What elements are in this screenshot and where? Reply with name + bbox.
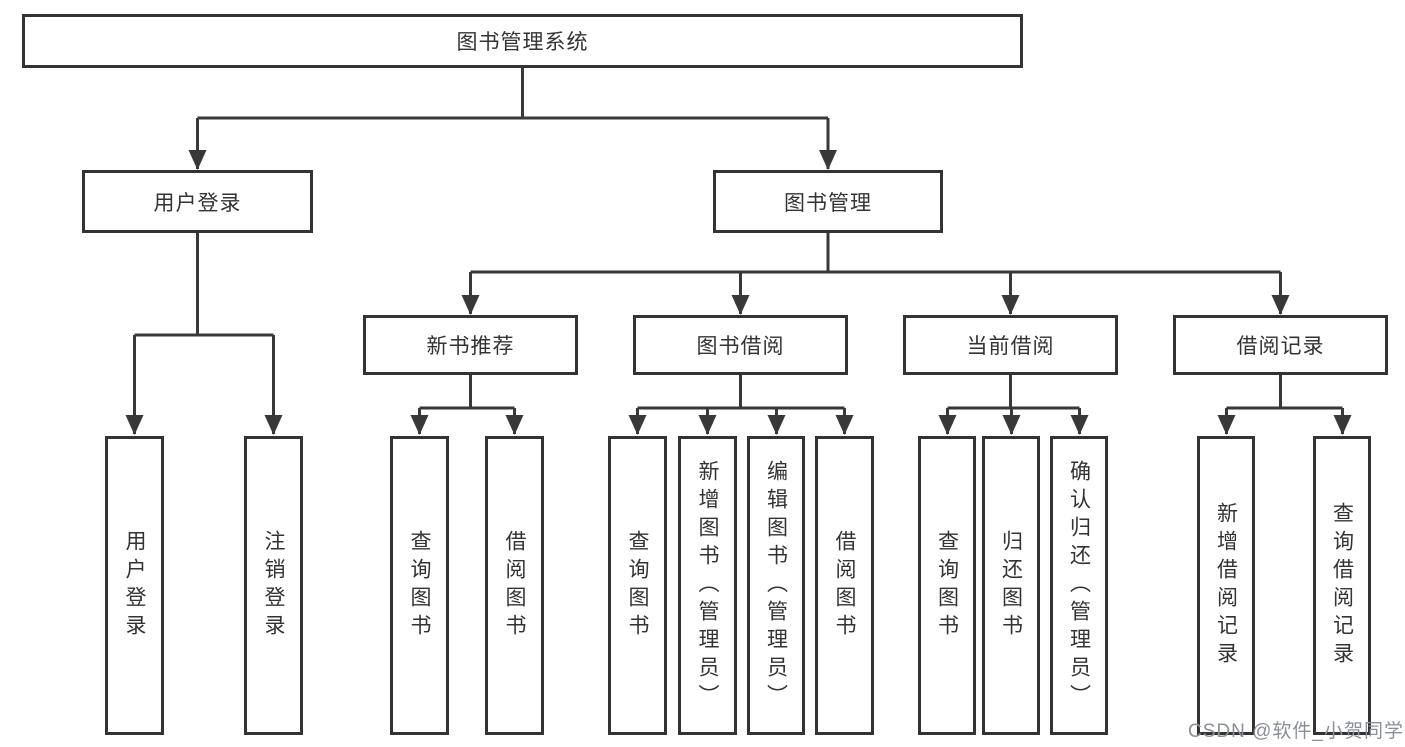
- node-label: 当前借阅: [966, 335, 1055, 358]
- node-query-books-3: 查询图书: [918, 436, 976, 735]
- node-logout: 注销登录: [244, 436, 303, 735]
- node-label: 查询图书: [408, 529, 431, 642]
- node-label: 借阅图书: [833, 529, 856, 642]
- node-label: 新增借阅记录: [1214, 501, 1238, 670]
- node-label: 查询借阅记录: [1330, 501, 1354, 670]
- node-add-borrow-record: 新增借阅记录: [1197, 436, 1255, 735]
- node-confirm-return-admin: 确认归还（管理员）: [1050, 436, 1108, 735]
- node-label: 用户登录: [153, 191, 242, 215]
- node-book-management: 图书管理: [713, 170, 943, 233]
- node-borrow-books-1: 借阅图书: [485, 436, 544, 735]
- node-label: 图书管理: [784, 191, 872, 215]
- node-label: 用户登录: [123, 529, 146, 642]
- node-label: 借阅记录: [1236, 335, 1325, 358]
- node-edit-books-admin: 编辑图书（管理员）: [747, 436, 805, 735]
- node-current-borrowing: 当前借阅: [903, 315, 1118, 375]
- node-label: 确认归还（管理员）: [1067, 459, 1091, 712]
- node-label: 注销登录: [262, 529, 285, 642]
- node-user-login-module: 用户登录: [82, 170, 313, 233]
- node-query-borrow-record: 查询借阅记录: [1313, 436, 1371, 735]
- node-label: 归还图书: [999, 529, 1023, 642]
- csdn-watermark: CSDN @软件_小贺同学: [1188, 721, 1404, 742]
- node-borrowing-records: 借阅记录: [1173, 315, 1388, 375]
- node-label: 查询图书: [626, 529, 649, 642]
- node-query-books-1: 查询图书: [390, 436, 449, 735]
- node-label: 借阅图书: [503, 529, 526, 642]
- node-query-books-2: 查询图书: [608, 436, 667, 735]
- node-label: 查询图书: [935, 529, 959, 642]
- node-return-books: 归还图书: [982, 436, 1040, 735]
- node-library-management-system: 图书管理系统: [22, 14, 1023, 68]
- node-borrow-books-2: 借阅图书: [815, 436, 874, 735]
- node-label: 新增图书（管理员）: [696, 459, 719, 712]
- node-label: 编辑图书（管理员）: [764, 459, 788, 712]
- node-add-books-admin: 新增图书（管理员）: [678, 436, 737, 735]
- node-user-login: 用户登录: [105, 436, 164, 735]
- node-book-borrowing: 图书借阅: [633, 315, 848, 375]
- node-label: 图书管理系统: [456, 31, 589, 54]
- node-label: 新书推荐: [426, 335, 515, 358]
- node-label: 图书借阅: [696, 335, 785, 358]
- node-new-book-recommendation: 新书推荐: [363, 315, 578, 375]
